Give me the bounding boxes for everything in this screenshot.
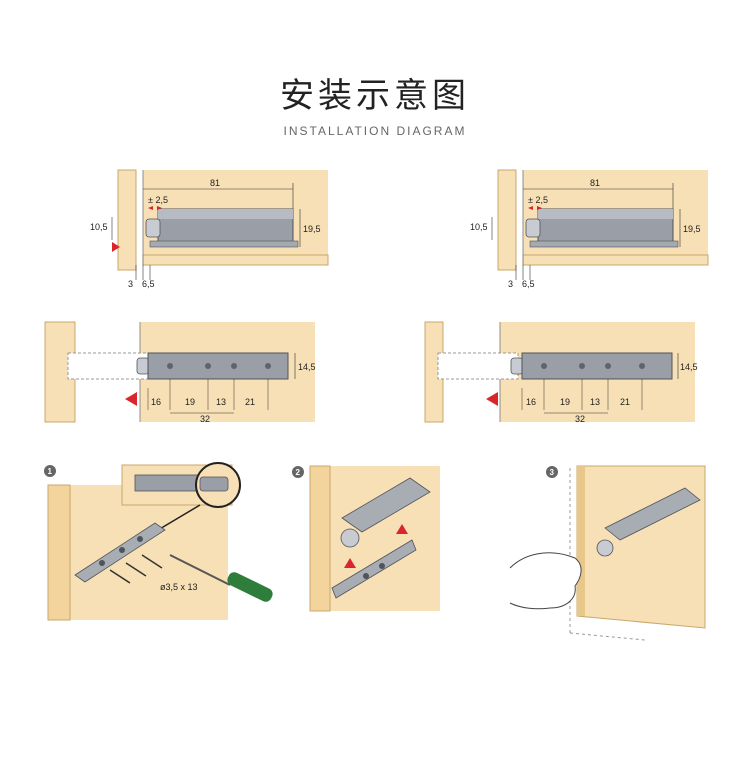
step-1-number: 1 <box>48 467 53 476</box>
screwdriver-shaft <box>169 554 231 586</box>
dim-length: 81 <box>210 178 220 188</box>
red-arrow-marker <box>486 392 498 406</box>
dim-right-height: 19,5 <box>303 224 321 234</box>
dim-height: 14,5 <box>298 362 316 372</box>
red-arrow-marker <box>125 392 137 406</box>
dim-left-height: 10,5 <box>90 222 108 232</box>
dim-a: 16 <box>151 397 161 407</box>
diagram-mid-right: 14,5 16 19 13 21 32 <box>424 321 698 424</box>
dim-c: 13 <box>590 397 600 407</box>
red-arrow-marker <box>112 242 120 252</box>
red-arrow-down <box>344 558 356 568</box>
dim-bottom-a: 3 <box>128 279 133 289</box>
dim-length: 81 <box>590 178 600 188</box>
screw-label: ø3,5 x 13 <box>160 582 198 592</box>
dim-right-height: 19,5 <box>683 224 701 234</box>
step-2-number: 2 <box>296 468 301 477</box>
step-3-illustration: 3 <box>509 465 706 641</box>
dim-d: 21 <box>620 397 630 407</box>
diagram-top-left: 81 ± 2,5 10,5 19,5 3 6,5 <box>90 169 329 289</box>
dim-c: 13 <box>216 397 226 407</box>
step-2-illustration: 2 <box>292 465 440 612</box>
screwdriver-handle <box>227 572 273 602</box>
dim-tolerance: ± 2,5 <box>528 195 548 205</box>
diagram-mid-left: 14,5 16 19 13 21 32 <box>44 321 316 424</box>
step-3-number: 3 <box>550 468 555 477</box>
dim-d: 21 <box>245 397 255 407</box>
dim-b: 19 <box>560 397 570 407</box>
page-subtitle: INSTALLATION DIAGRAM <box>283 124 467 138</box>
dim-tolerance: ± 2,5 <box>148 195 168 205</box>
dim-bottom-a: 3 <box>508 279 513 289</box>
dim-left-height: 10,5 <box>470 222 488 232</box>
dim-height: 14,5 <box>680 362 698 372</box>
dim-b: 19 <box>185 397 195 407</box>
diagram-top-right: 81 ± 2,5 10,5 19,5 3 6,5 <box>470 169 709 289</box>
dim-bottom-b: 6,5 <box>522 279 535 289</box>
hand-outline <box>509 552 582 610</box>
dim-total: 32 <box>575 414 585 424</box>
step-1-illustration: 1 ø3,5 x 13 <box>44 462 273 621</box>
dim-bottom-b: 6,5 <box>142 279 155 289</box>
red-arrow-down <box>396 524 408 534</box>
dim-a: 16 <box>526 397 536 407</box>
page-title: 安装示意图 <box>280 76 470 116</box>
dim-total: 32 <box>200 414 210 424</box>
